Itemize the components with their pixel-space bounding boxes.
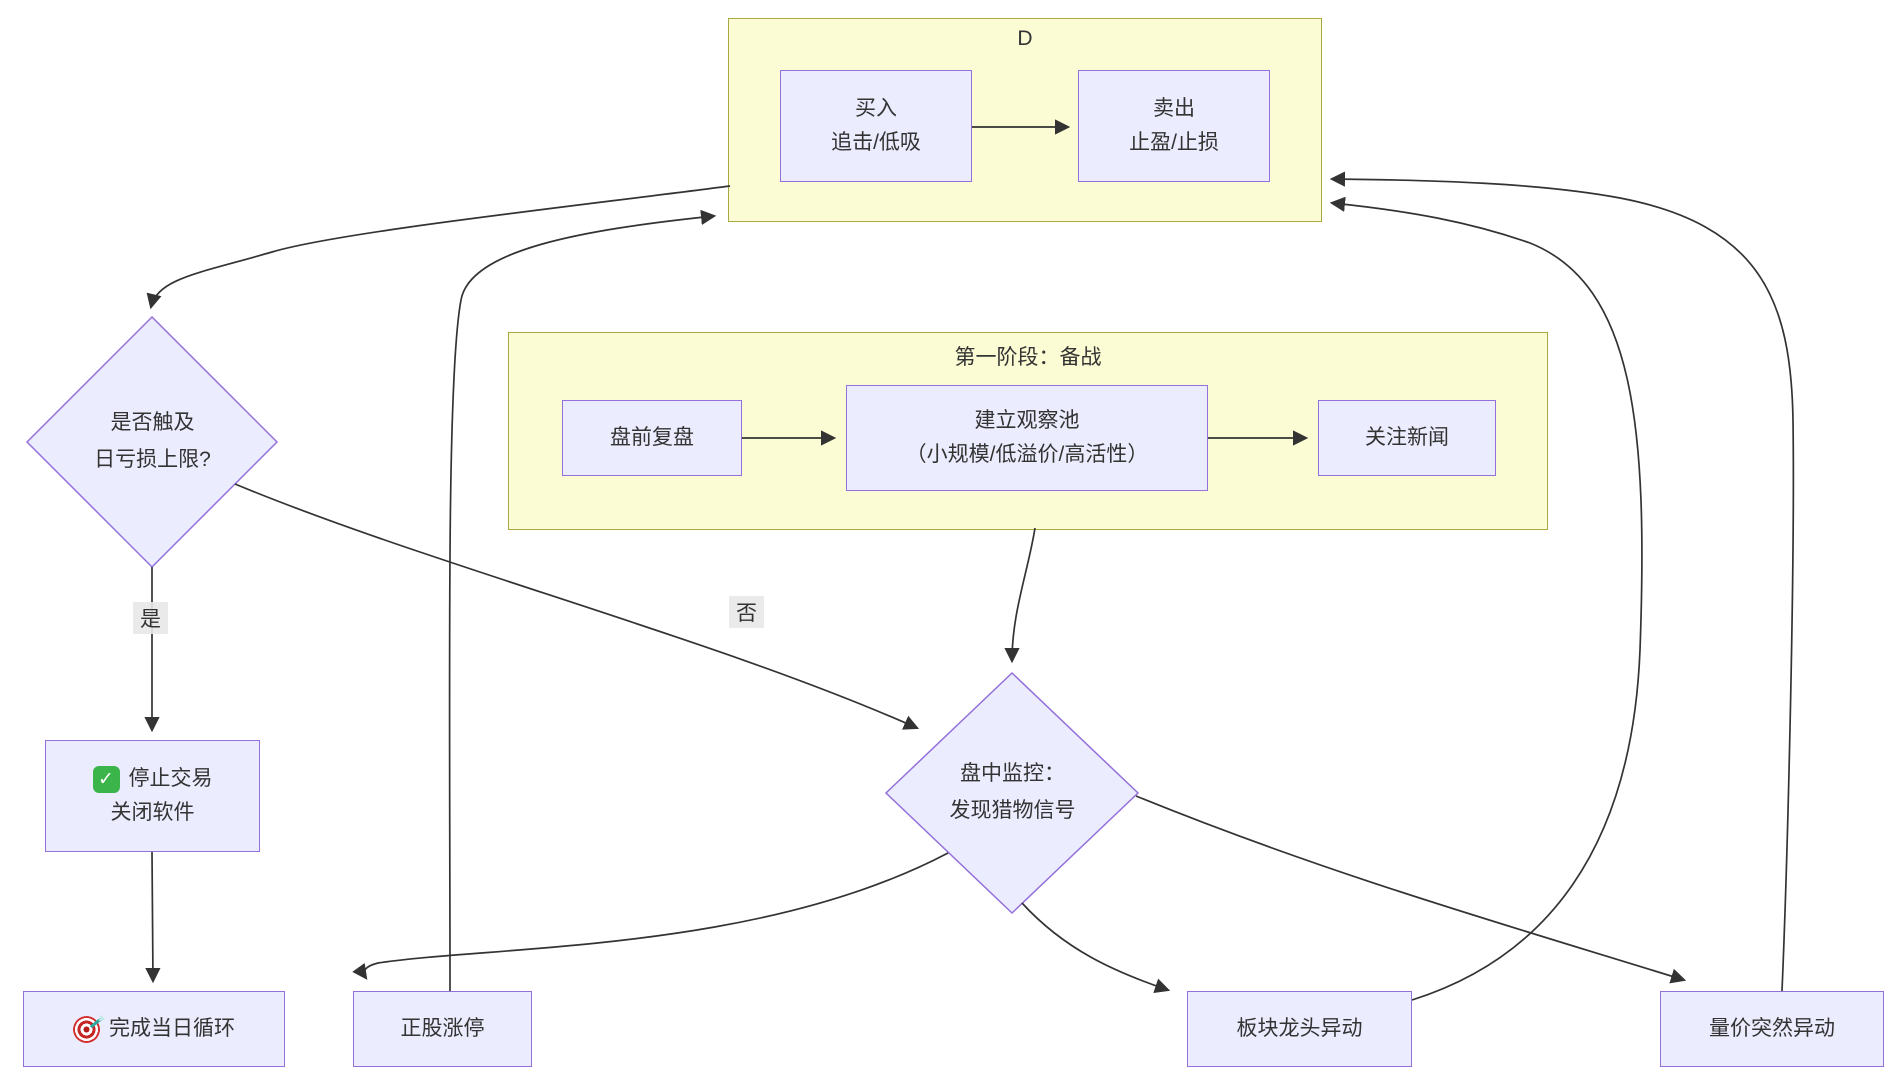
- node-limit-up: 正股涨停: [353, 991, 532, 1067]
- edge-monitor-volume: [1135, 795, 1687, 984]
- node-buy: 买入 追击/低吸: [780, 70, 972, 182]
- node-sector-leader: 板块龙头异动: [1187, 991, 1412, 1067]
- node-watch-pool: 建立观察池 （小规模/低溢价/高活性）: [846, 385, 1208, 491]
- edge-stop-done: [145, 851, 161, 984]
- edge-leader-d: [1329, 196, 1643, 1001]
- check-icon: ✓: [92, 765, 120, 793]
- target-icon: [73, 1015, 104, 1043]
- subgraph-stage1-label: 第一阶段：备战: [954, 346, 1102, 369]
- node-volume-move: 量价突然异动: [1660, 991, 1884, 1067]
- node-daily-done: 完成当日循环: [23, 991, 285, 1067]
- edge-label-no: 否: [729, 596, 764, 628]
- node-loss-check: 是否触及 日亏损上限?: [94, 411, 211, 471]
- node-stop-trading: ✓ 停止交易 关闭软件: [45, 740, 260, 852]
- edge-volume-d: [1329, 171, 1795, 992]
- node-monitor: 盘中监控： 发现猎物信号: [949, 762, 1076, 822]
- node-pre-review: 盘前复盘: [562, 400, 742, 476]
- node-sell: 卖出 止盈/止损: [1078, 70, 1270, 182]
- edge-monitor-limitup: [352, 852, 949, 980]
- edge-label-yes: 是: [133, 602, 168, 634]
- edge-monitor-leader: [1021, 902, 1171, 994]
- edge-d-losscheck: [146, 185, 731, 310]
- subgraph-d-label: D: [1017, 27, 1033, 50]
- edge-stage1-monitor: [1004, 527, 1036, 664]
- node-news: 关注新闻: [1318, 400, 1496, 476]
